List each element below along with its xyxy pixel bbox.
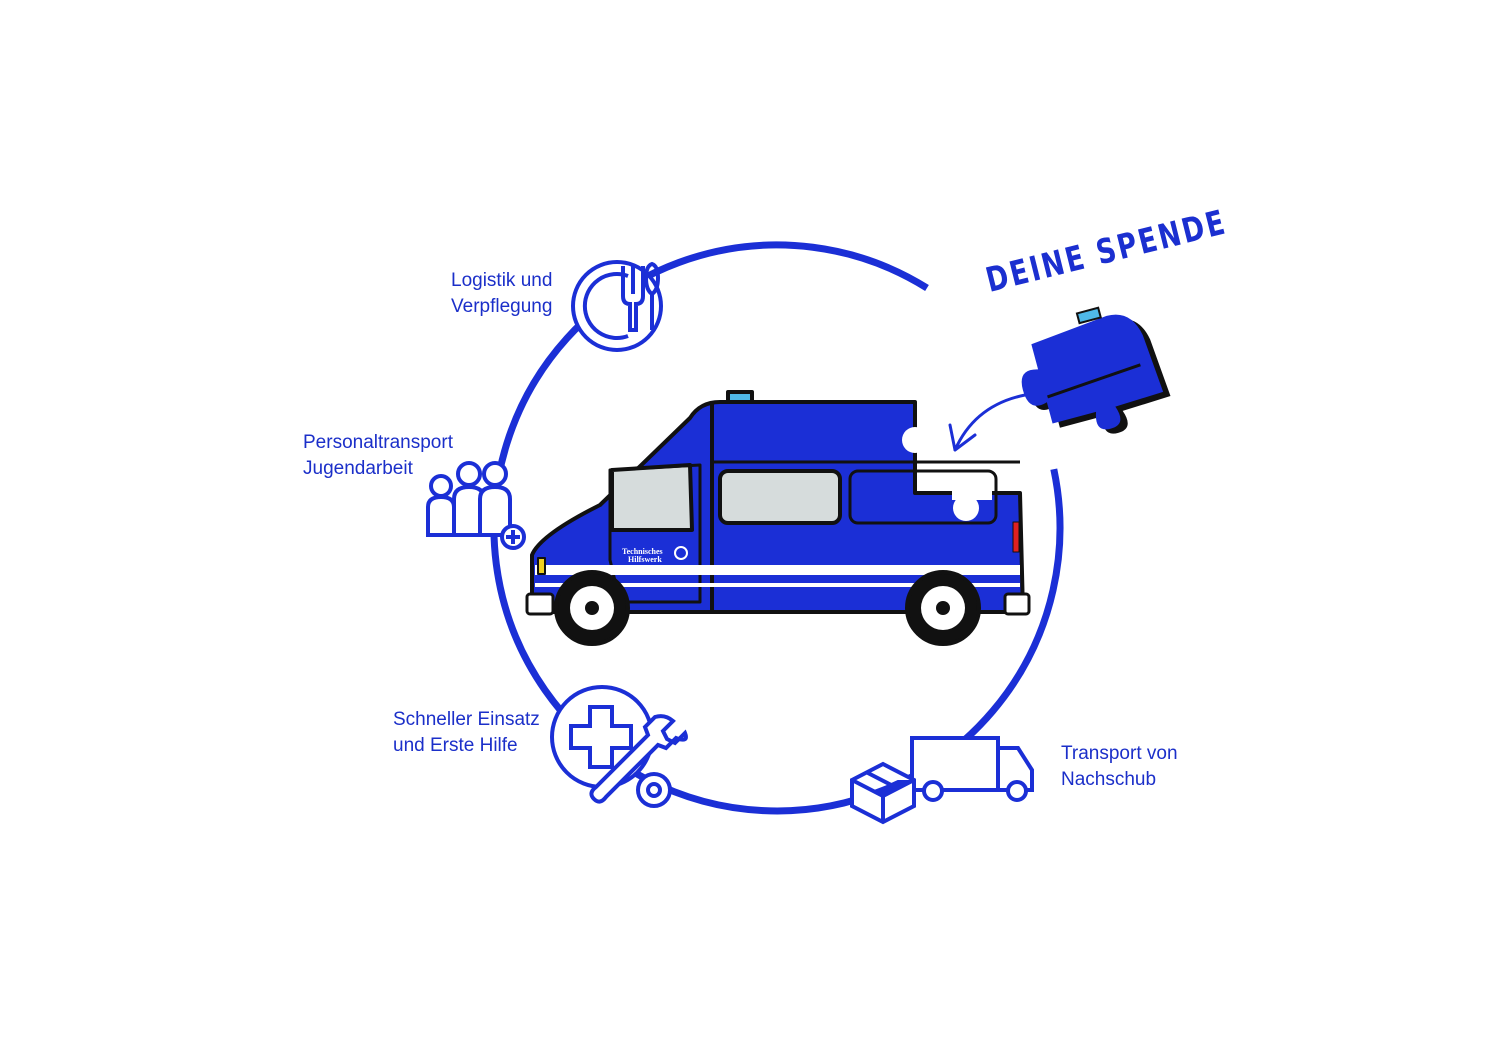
- label-logistik: Logistik und Verpflegung: [451, 268, 552, 320]
- label-line: Verpflegung: [451, 296, 553, 317]
- thw-van: Technisches Hilfswerk: [525, 390, 1031, 646]
- label-line: Transport von: [1061, 743, 1178, 764]
- label-line: Nachschub: [1061, 769, 1157, 790]
- cab-window: [610, 463, 694, 532]
- label-schneller-einsatz: Schneller Einsatz und Erste Hilfe: [393, 707, 540, 759]
- label-line: Logistik und: [451, 270, 553, 291]
- arrow-icon: [948, 393, 1027, 452]
- plate-cutlery-icon: [571, 260, 663, 352]
- label-personaltransport: Personaltransport Jugendarbeit: [303, 430, 453, 482]
- van-lettering-1: Technisches: [622, 547, 663, 556]
- label-line: Schneller Einsatz: [393, 709, 540, 730]
- label-line: und Erste Hilfe: [393, 735, 518, 756]
- ring-arc: [490, 241, 1064, 815]
- thw-logo-icon: [674, 546, 688, 560]
- truck-box-icon: [850, 736, 1034, 825]
- label-line: Jugendarbeit: [303, 458, 413, 479]
- van-lettering-2: Hilfswerk: [628, 555, 662, 564]
- puzzle-piece-icon: [1021, 306, 1171, 434]
- label-transport-nachschub: Transport von Nachschub: [1061, 741, 1178, 793]
- label-line: Personaltransport: [303, 432, 453, 453]
- people-plus-icon: [426, 461, 526, 550]
- firstaid-tools-icon: [550, 685, 688, 808]
- side-window: [718, 469, 842, 525]
